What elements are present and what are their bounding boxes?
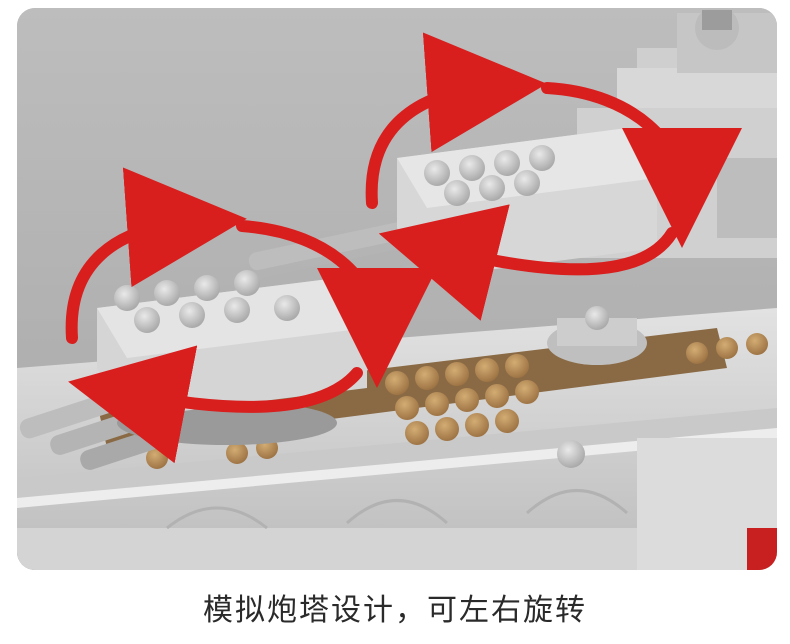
rotation-arrows-front (65, 167, 437, 464)
rotation-arrows-rear (365, 32, 742, 321)
battleship-model-illustration (17, 8, 777, 570)
product-photo (17, 8, 777, 570)
caption-text: 模拟炮塔设计，可左右旋转 (203, 593, 587, 628)
